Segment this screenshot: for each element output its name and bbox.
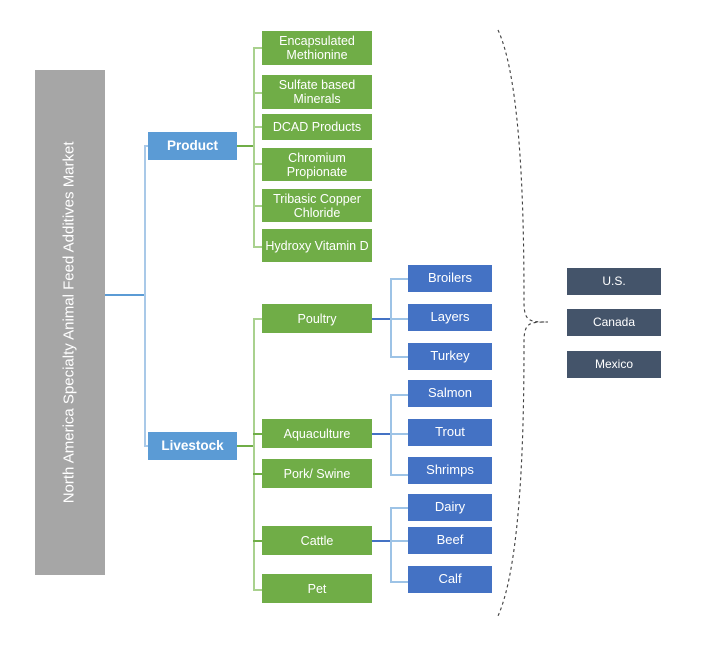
sub-segment-box-calf[interactable]: Calf [408, 566, 492, 593]
segment-box-encapsulated-methionine[interactable]: Encapsulated Methionine [262, 31, 372, 65]
region-label: Canada [592, 314, 636, 329]
segment-box-poultry[interactable]: Poultry [262, 304, 372, 333]
connector-cattle-beef [390, 540, 408, 542]
connector-poultry-broilers [390, 278, 408, 280]
connector-poultry-layers [390, 318, 408, 320]
connector-cattle-stem [372, 540, 392, 542]
root-node-label: North America Specialty Animal Feed Addi… [60, 141, 78, 504]
segment-box-sulfate-based-minerals[interactable]: Sulfate based Minerals [262, 75, 372, 109]
connector-product-2 [253, 92, 269, 94]
segment-label: Pet [307, 581, 327, 596]
sub-segment-label: Shrimps [426, 462, 474, 478]
sub-segment-label: Trout [435, 424, 465, 440]
connector-livestock-1 [253, 318, 269, 320]
region-box-canada[interactable]: Canada [567, 309, 661, 336]
sub-segment-box-beef[interactable]: Beef [408, 527, 492, 554]
segment-box-chromium-propionate[interactable]: Chromium Propionate [262, 148, 372, 181]
sub-segment-label: Salmon [427, 385, 473, 401]
sub-segment-box-layers[interactable]: Layers [408, 304, 492, 331]
segment-label: Encapsulated Methionine [279, 34, 355, 62]
segment-box-cattle[interactable]: Cattle [262, 526, 372, 555]
connector-aquaculture-trout [390, 433, 408, 435]
segment-label: Chromium Propionate [286, 150, 348, 179]
connector-poultry-stem [372, 318, 392, 320]
connector-aquaculture-spine [390, 394, 392, 476]
region-label: Mexico [594, 356, 633, 371]
sub-segment-box-trout[interactable]: Trout [408, 419, 492, 446]
sub-segment-label: Layers [430, 309, 470, 325]
segment-label: Pork/ Swine [283, 466, 351, 481]
segment-box-pork-swine[interactable]: Pork/ Swine [262, 459, 372, 488]
sub-segment-label: Beef [436, 532, 464, 548]
sub-segment-label: Calf [438, 571, 462, 587]
connector-livestock-stem [237, 445, 255, 447]
connector-product-5 [253, 205, 269, 207]
connector-root-stem [105, 294, 145, 296]
connector-product-3 [253, 126, 269, 128]
branch-node-livestock[interactable]: Livestock [148, 432, 237, 460]
segment-label: Cattle [300, 533, 334, 548]
connector-cattle-dairy [390, 507, 408, 509]
region-box-mexico[interactable]: Mexico [567, 351, 661, 378]
connector-livestock-2 [253, 433, 269, 435]
connector-branch-spine [144, 146, 146, 446]
sub-segment-box-turkey[interactable]: Turkey [408, 343, 492, 370]
connector-cattle-calf [390, 581, 408, 583]
root-node-market: North America Specialty Animal Feed Addi… [35, 70, 105, 575]
segment-box-dcad-products[interactable]: DCAD Products [262, 114, 372, 140]
segment-box-pet[interactable]: Pet [262, 574, 372, 603]
sub-segment-label: Dairy [434, 499, 466, 515]
connector-cattle-spine [390, 507, 392, 583]
branch-node-product[interactable]: Product [148, 132, 237, 160]
sub-segment-box-shrimps[interactable]: Shrimps [408, 457, 492, 484]
segment-label: Sulfate based Minerals [278, 78, 356, 106]
connector-product-1 [253, 47, 269, 49]
connector-product-6 [253, 246, 269, 248]
sub-segment-box-dairy[interactable]: Dairy [408, 494, 492, 521]
connector-product-stem [237, 145, 255, 147]
region-box-us[interactable]: U.S. [567, 268, 661, 295]
dashed-curly-brace [497, 29, 549, 617]
sub-segment-label: Turkey [430, 348, 470, 364]
branch-node-product-label: Product [166, 138, 218, 154]
connector-aquaculture-shrimps [390, 474, 408, 476]
segment-label: Aquaculture [283, 426, 351, 441]
sub-segment-box-salmon[interactable]: Salmon [408, 380, 492, 407]
segment-label: Hydroxy Vitamin D [265, 238, 369, 253]
connector-poultry-turkey [390, 356, 408, 358]
connector-livestock-3 [253, 473, 269, 475]
connector-product-4 [253, 163, 269, 165]
segment-label: Tribasic Copper Chloride [273, 191, 361, 220]
connector-aquaculture-stem [372, 433, 392, 435]
connector-livestock-spine [253, 318, 255, 590]
branch-node-livestock-label: Livestock [161, 438, 224, 454]
sub-segment-box-broilers[interactable]: Broilers [408, 265, 492, 292]
connector-product-spine [253, 47, 255, 247]
segment-box-tribasic-copper-chloride[interactable]: Tribasic Copper Chloride [262, 189, 372, 222]
connector-aquaculture-salmon [390, 394, 408, 396]
segment-box-hydroxy-vitamin-d[interactable]: Hydroxy Vitamin D [262, 229, 372, 262]
segment-label: DCAD Products [272, 120, 362, 134]
region-label: U.S. [602, 273, 626, 288]
segment-label: Poultry [297, 311, 337, 326]
sub-segment-label: Broilers [427, 270, 473, 286]
connector-livestock-5 [253, 589, 269, 591]
segment-box-aquaculture[interactable]: Aquaculture [262, 419, 372, 448]
connector-livestock-4 [253, 540, 269, 542]
